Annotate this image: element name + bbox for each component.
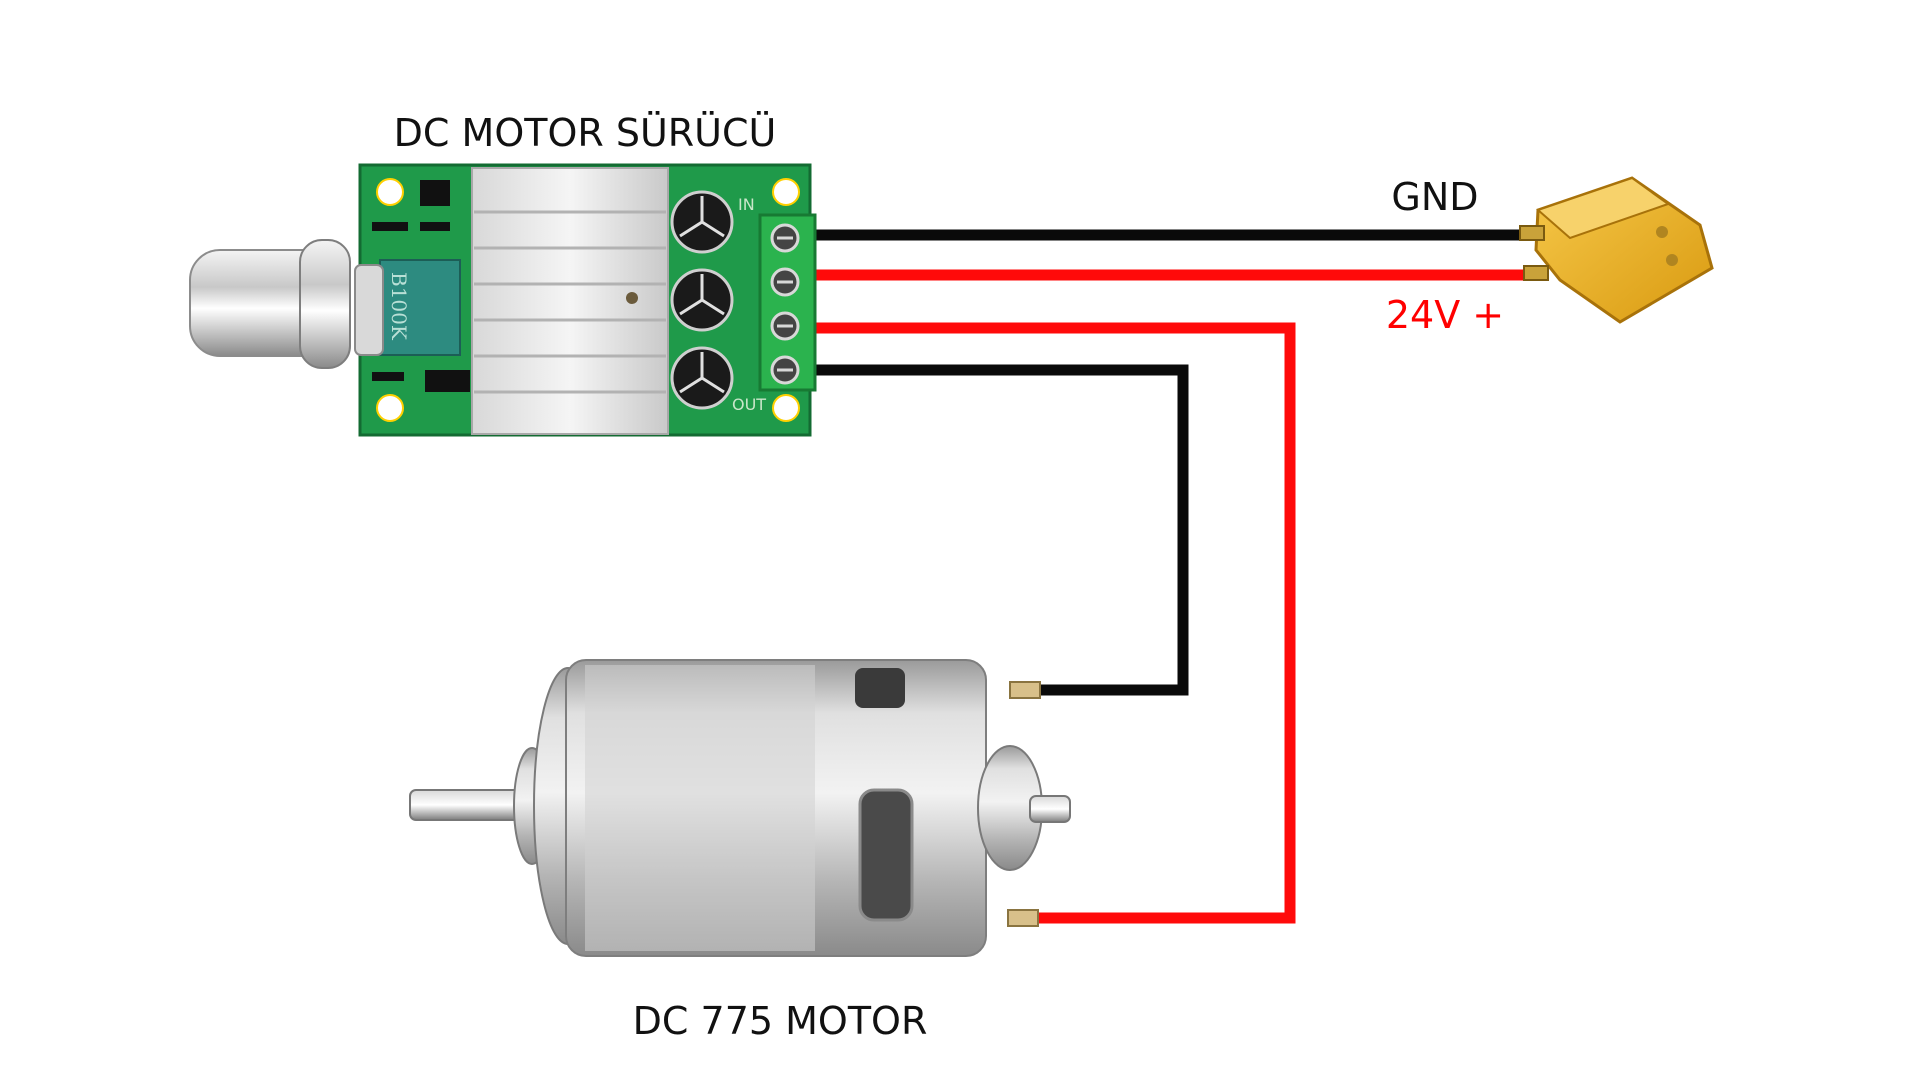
motor-terminal-top (1009, 681, 1041, 699)
pot-marking: B100K (387, 272, 411, 341)
mount-hole (376, 394, 404, 422)
motor-driver-board: B100K IN OUT (189, 163, 817, 437)
smd-chip (425, 370, 470, 392)
smd-chip (420, 180, 450, 206)
wire-out-red (808, 322, 1296, 924)
potentiometer: B100K (189, 239, 461, 369)
smd-resistor (372, 222, 408, 231)
mount-hole (772, 178, 800, 206)
dc-motor-icon (409, 659, 1071, 957)
driver-title: DC MOTOR SÜRÜCÜ (394, 111, 777, 155)
vplus-label: 24V + (1386, 293, 1504, 337)
capacitor-icon (670, 190, 734, 410)
gnd-label: GND (1391, 175, 1478, 219)
motor-terminal-bottom (1007, 909, 1039, 927)
pot-collar (354, 264, 384, 356)
wire-out-black (808, 364, 1189, 696)
motor-shaft-right (1029, 795, 1071, 823)
motor-vent (858, 788, 914, 922)
smd-resistor (420, 222, 450, 231)
heatsink-icon (471, 167, 669, 435)
motor-vent (855, 668, 905, 708)
mount-hole (772, 394, 800, 422)
out-marking: OUT (732, 395, 766, 414)
motor-title: DC 775 MOTOR (633, 999, 928, 1043)
xt60-connector-icon (1519, 176, 1714, 324)
motor-band (585, 665, 815, 951)
pot-body (379, 259, 461, 356)
screw-terminal-icon (758, 213, 817, 392)
mount-hole (376, 178, 404, 206)
wires (802, 229, 1548, 924)
motor-shaft-left (409, 789, 531, 821)
in-marking: IN (738, 195, 755, 214)
knob-ring (299, 239, 351, 369)
smd-resistor (372, 372, 404, 381)
